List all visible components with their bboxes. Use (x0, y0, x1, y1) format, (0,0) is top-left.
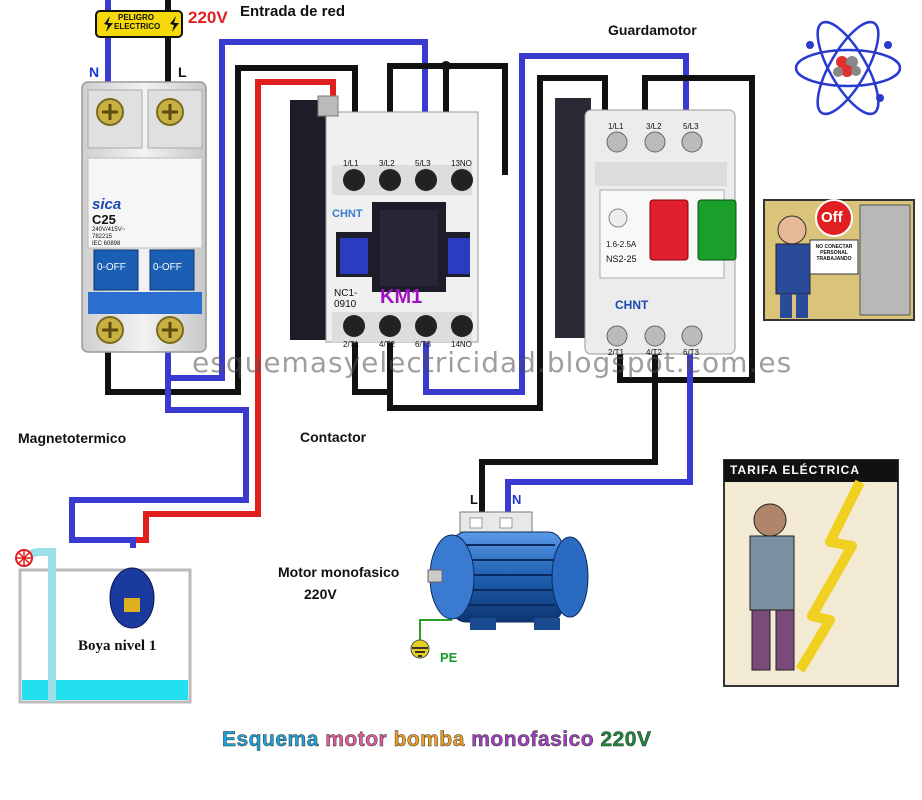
breaker-switch-left: 0-OFF (97, 262, 126, 273)
title-word-4: monofasico (471, 728, 595, 752)
warning-line1: PELIGRO (118, 13, 155, 22)
water-tank (15, 548, 192, 704)
contactor-terminal-top-2: 3/L2 (379, 159, 395, 168)
protector-terminal-top-1: 1/L1 (608, 122, 624, 131)
float-switch (109, 567, 155, 629)
protector-name: Guardamotor (608, 22, 697, 38)
off-sign: Off (821, 209, 843, 226)
protector-terminal-top-3: 5/L3 (683, 122, 699, 131)
breaker-name: Magnetotermico (18, 430, 127, 446)
wire-protector-to-motor-L (479, 350, 658, 512)
diagram-title: Esquema motor bomba monofasico 220V (222, 728, 652, 752)
breaker-rating: 240V/415V~ (92, 227, 126, 233)
protector-range: 1.6-2.5A (606, 240, 637, 249)
wire-black-breaker-to-contactor (105, 65, 358, 395)
wire-protector-top-loop (617, 75, 755, 383)
title-word-2: motor (325, 728, 388, 752)
contactor-terminal-bottom-3: 6/T3 (415, 340, 432, 349)
contactor-terminal-bottom-2: 4/T2 (379, 340, 396, 349)
contactor-brand: CHNT (332, 208, 363, 220)
atom-logo (794, 20, 902, 116)
wire-contactor-to-protector-black (352, 75, 608, 411)
breaker-model: C25 (92, 212, 116, 227)
protector-terminal-bottom-3: 6/T3 (683, 348, 700, 357)
title-word-1: Esquema (222, 728, 319, 752)
title-word-5: 220V (600, 728, 652, 752)
title-word-3: bomba (393, 728, 465, 752)
motor-voltage: 220V (304, 586, 337, 602)
motor-protector-device (555, 98, 737, 355)
breaker-brand: sica (92, 196, 122, 213)
line-label: L (178, 64, 187, 80)
lockout-illustration (763, 199, 915, 321)
ground-label: PE (440, 650, 458, 665)
motor-name: Motor monofasico (278, 564, 400, 580)
ground-symbol (410, 639, 430, 659)
breaker-code: 782215 (92, 234, 113, 240)
network-input-label: Entrada de red (240, 3, 346, 20)
contactor-model-line2: 0910 (334, 299, 357, 310)
contactor-name: Contactor (300, 429, 367, 445)
wire-protector-to-motor-N (505, 350, 693, 512)
protector-terminal-bottom-2: 4/T2 (646, 348, 663, 357)
motor-device (427, 511, 589, 630)
protector-terminal-bottom-1: 2/T1 (608, 348, 625, 357)
contactor-terminal-top-4: 13NO (451, 159, 472, 168)
warning-line2: ELECTRICO (114, 22, 161, 31)
wire-ground (419, 619, 452, 642)
contactor-terminal-bottom-4: 14NO (451, 340, 472, 349)
breaker-standard: IEC 60898 (92, 241, 121, 247)
float-switch-label: Boya nivel 1 (78, 638, 157, 654)
watermark: esquemasyelectricidad.blogspot.com.es (192, 346, 793, 379)
tariff-title: TARIFA ELÉCTRICA (730, 463, 860, 477)
contactor-terminal-bottom-1: 2/T1 (343, 340, 360, 349)
motor-L-label: L (470, 492, 478, 507)
danger-label (95, 10, 183, 38)
wire-blue-float-return (69, 378, 249, 548)
wire-contactor-to-protector-blue (423, 53, 689, 395)
breaker-switch-right: 0-OFF (153, 262, 182, 273)
neutral-label: N (89, 64, 100, 80)
protector-model: NS2-25 (606, 254, 637, 264)
breaker-device (81, 81, 207, 353)
motor-N-label: N (512, 492, 522, 507)
contactor-tag: KM1 (380, 286, 423, 308)
voltage-label: 220V (188, 8, 228, 27)
wires (69, 0, 755, 642)
protector-terminal-top-2: 3/L2 (646, 122, 662, 131)
tariff-cartoon (723, 459, 899, 687)
contactor-device (290, 95, 479, 343)
contactor-terminal-top-1: 1/L1 (343, 159, 359, 168)
contactor-terminal-top-3: 5/L3 (415, 159, 431, 168)
contactor-model-line1: NC1- (334, 288, 358, 299)
lockout-sign: NO CONECTAR PERSONAL TRABAJANDO (815, 244, 853, 262)
protector-brand: CHNT (615, 298, 649, 312)
